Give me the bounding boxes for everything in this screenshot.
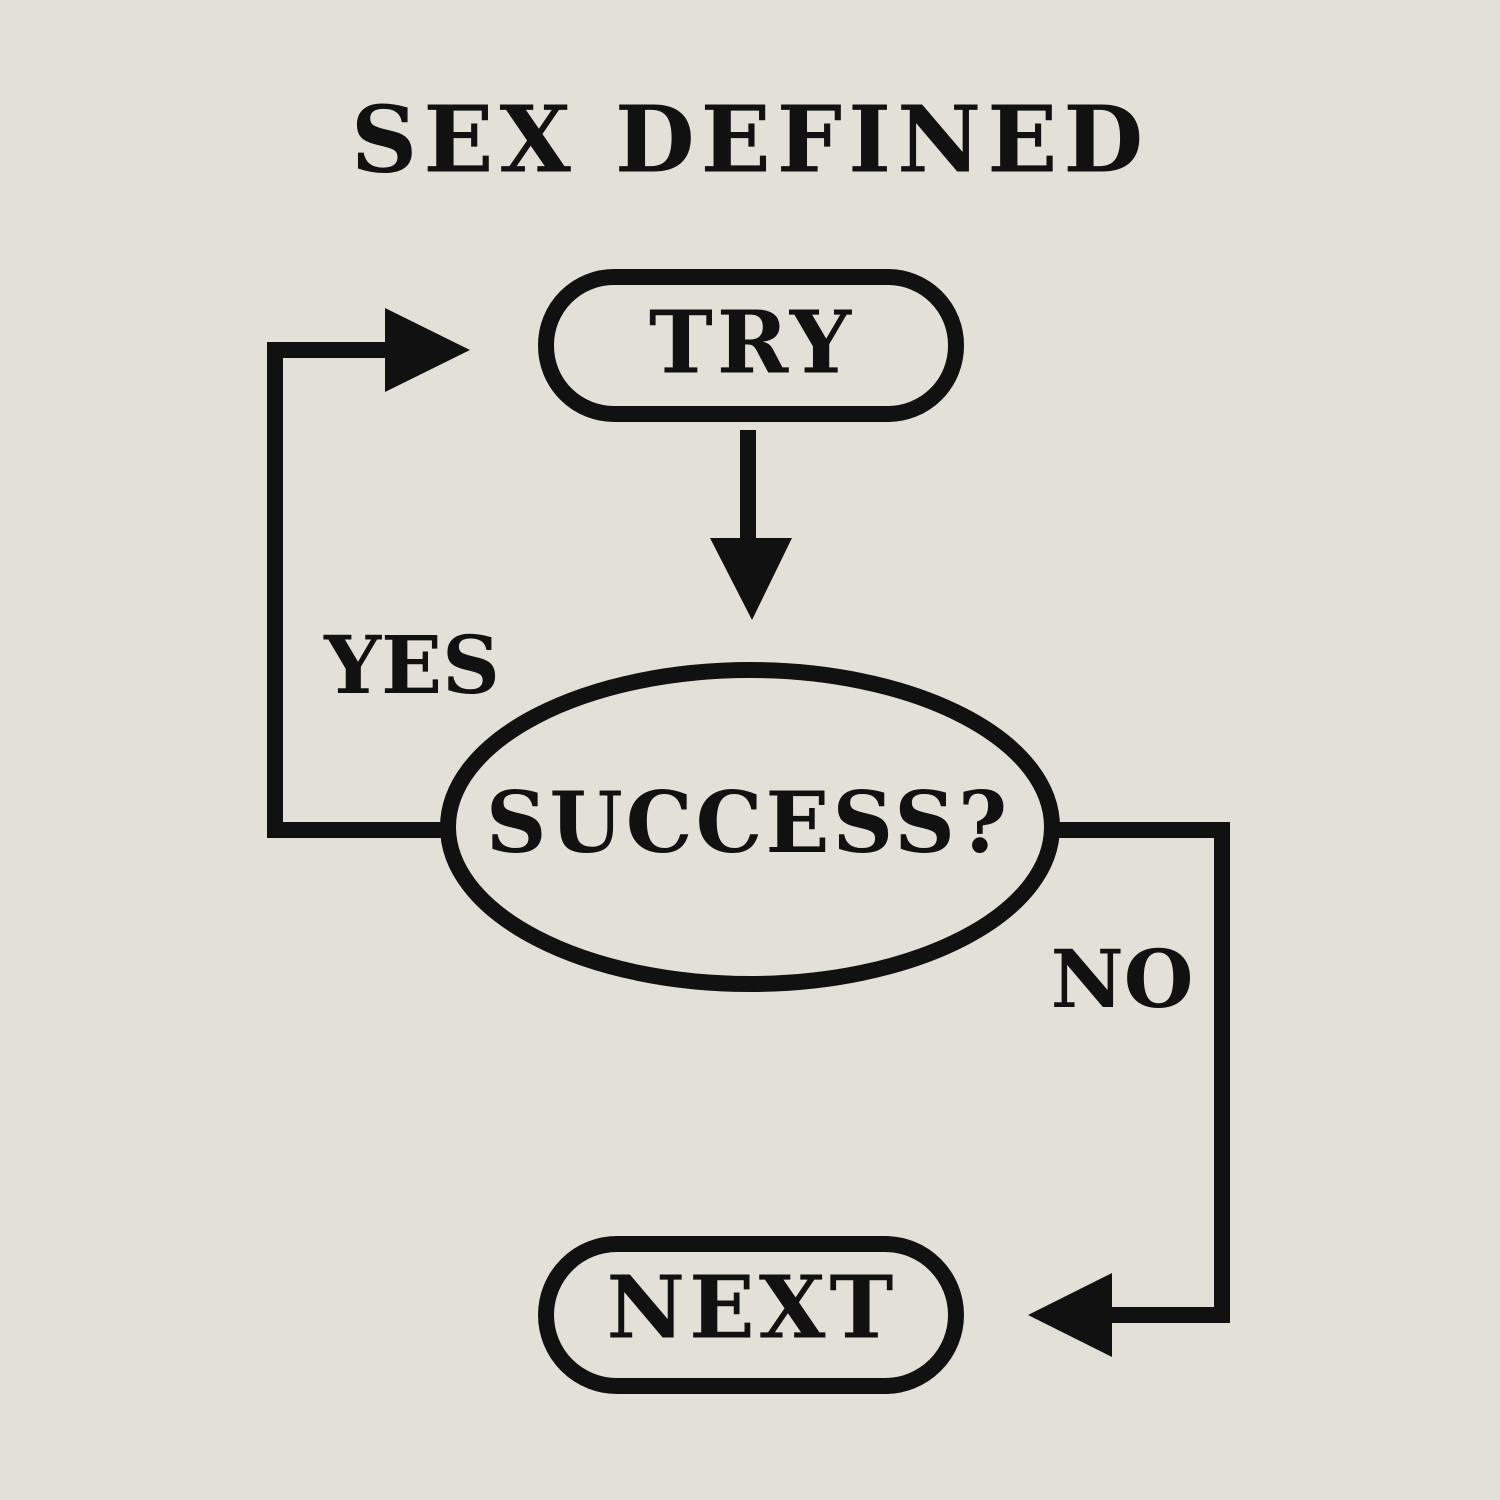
arrow-right-icon <box>385 308 470 392</box>
try-label: TRY <box>649 293 855 394</box>
next-label: NEXT <box>607 1258 898 1359</box>
yes-path <box>267 342 442 838</box>
edge-yes: YES <box>267 308 500 838</box>
try-pill-shape <box>538 269 964 422</box>
no-label: NO <box>1051 932 1194 1026</box>
yes-label: YES <box>323 618 500 712</box>
arrow-down-icon <box>710 538 792 620</box>
diagram-title: SEX DEFINED <box>351 86 1149 194</box>
next-pill-shape <box>538 1236 964 1394</box>
node-try: TRY <box>538 269 964 422</box>
success-ellipse-shape <box>440 662 1060 992</box>
no-path <box>1056 822 1230 1323</box>
edge-no: NO <box>1028 822 1230 1357</box>
node-success: SUCCESS? <box>440 662 1060 992</box>
node-next: NEXT <box>538 1236 964 1394</box>
success-label: SUCCESS? <box>486 773 1010 872</box>
arrow-left-icon <box>1028 1273 1112 1357</box>
arrow-try-to-success <box>710 430 792 620</box>
